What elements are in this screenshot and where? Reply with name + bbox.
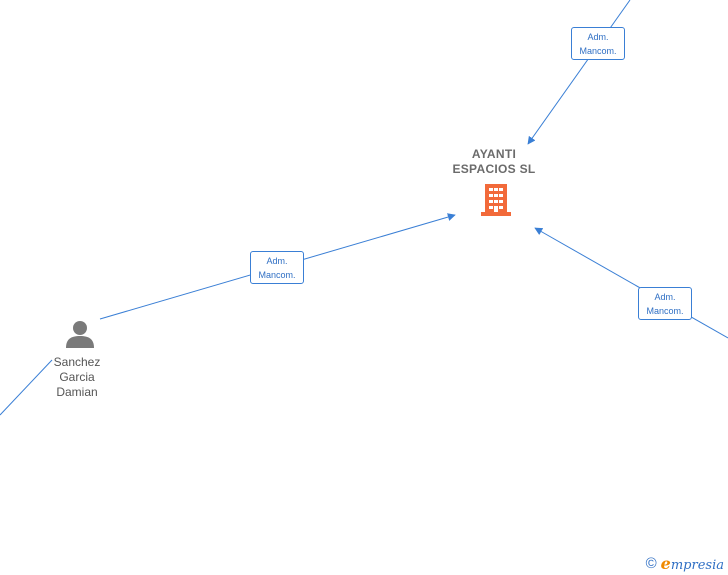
edge-line-top	[527, 0, 631, 145]
copyright-icon: ©	[645, 554, 657, 572]
edge-line-right	[534, 227, 728, 339]
footer-brand: © empresia	[645, 554, 724, 573]
edge-line-left	[0, 359, 53, 416]
person-icon[interactable]	[66, 321, 94, 348]
edge-label-right[interactable]: Adm. Mancom.	[638, 287, 692, 320]
edge-label-person[interactable]: Adm. Mancom.	[250, 251, 304, 284]
company-name-label[interactable]: AYANTI ESPACIOS SL	[452, 147, 536, 176]
building-icon[interactable]	[481, 184, 511, 216]
brand-rest: mpresia	[670, 557, 724, 573]
brand-initial: e	[660, 553, 671, 573]
person-name-label[interactable]: Sanchez Garcia Damian	[53, 355, 101, 399]
brand-logo: empresia	[661, 554, 724, 573]
edge-label-top[interactable]: Adm. Mancom.	[571, 27, 625, 60]
